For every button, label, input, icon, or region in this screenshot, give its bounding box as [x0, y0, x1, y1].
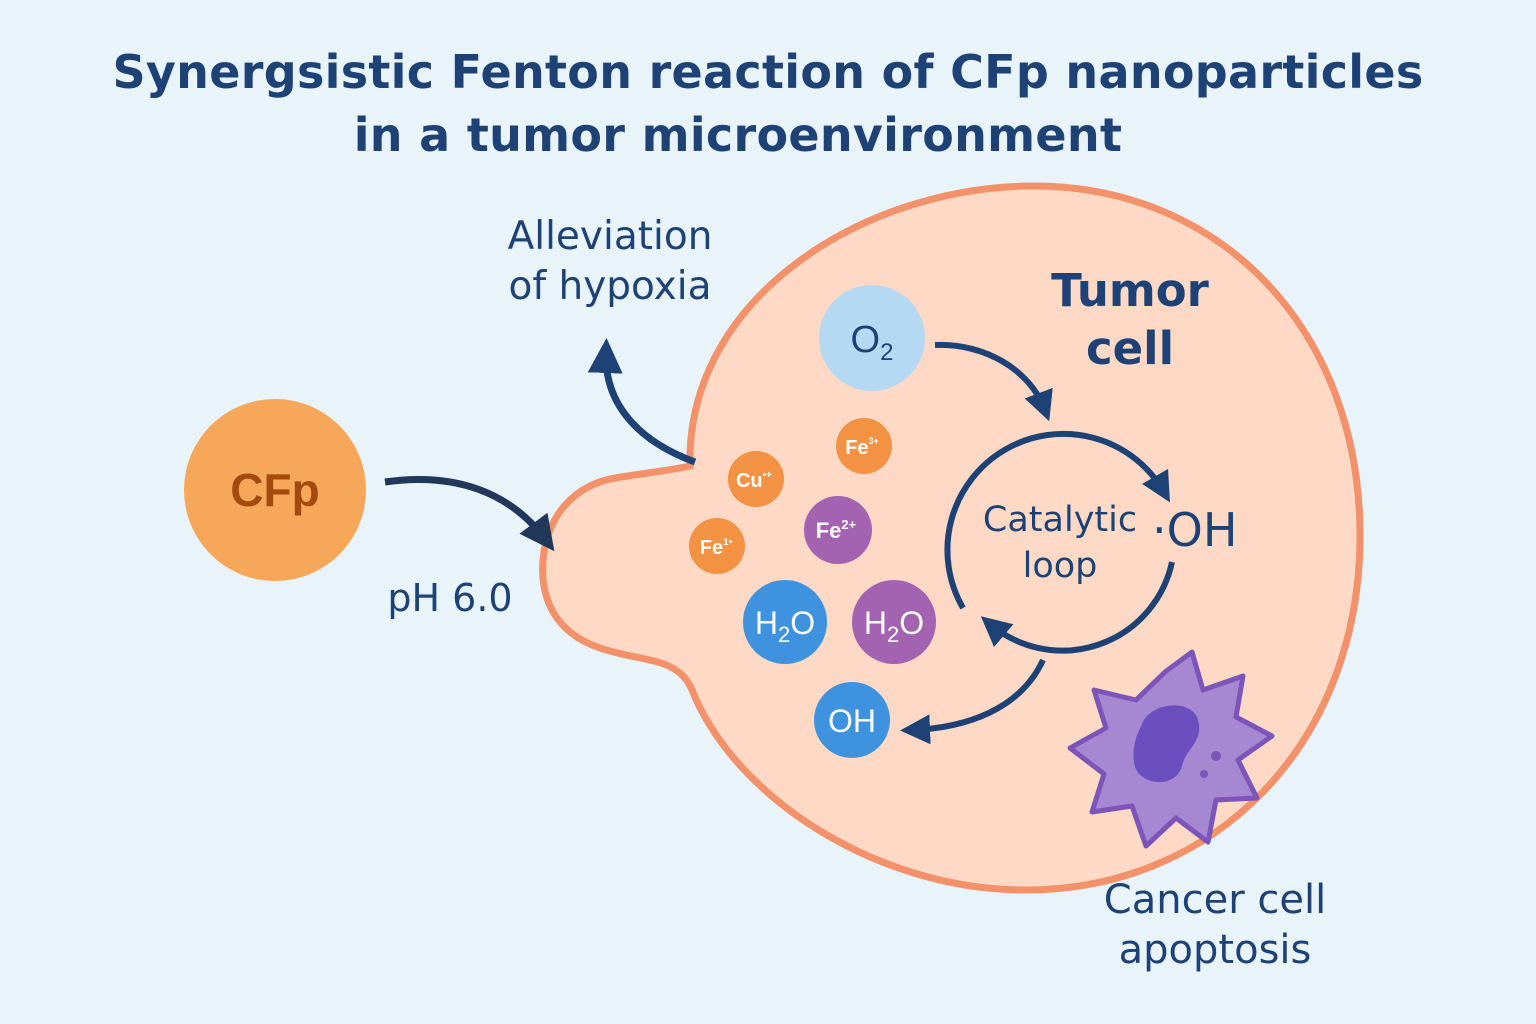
tumor-cell-label-line-2: cell: [1085, 322, 1175, 375]
fe-ion-top-label: Fe3+: [845, 436, 879, 459]
apoptotic-cancer-cell: [1067, 649, 1275, 849]
fe2-ion: [804, 496, 872, 564]
cu-ion-label: Cu•+: [736, 470, 772, 492]
diagram-title-line-2: in a tumor microenvironment: [353, 108, 1123, 162]
fe2-ion-label: Fe2+: [816, 517, 857, 543]
catalytic-loop-arc-top: [944, 431, 1171, 610]
cell-vesicle: [1200, 770, 1208, 778]
fe-ion-left-label: Fe1•: [700, 537, 733, 559]
hypoxia-label: Alleviation of hypoxia: [470, 212, 750, 312]
apoptosis-label: Cancer cell apoptosis: [1070, 875, 1360, 975]
entry-arrow: [384, 476, 555, 552]
ph-label: pH 6.0: [387, 576, 513, 620]
cfp-nanoparticle: [184, 399, 366, 581]
h2o-molecule-purple: [852, 580, 936, 664]
catalytic-loop-label-line-1: Catalytic: [982, 500, 1138, 540]
apoptosis-label-line-1: Cancer cell: [1103, 877, 1327, 923]
fe-ion-top: [836, 418, 892, 474]
o2-label: O2: [851, 319, 894, 366]
cu-ion: [728, 451, 784, 507]
oh-arrow: [900, 658, 1046, 745]
h2o-purple-label: H2O: [864, 605, 924, 647]
apoptosis-label-line-2: apoptosis: [1118, 927, 1312, 973]
hydroxyl-radical-label: ·OH: [1152, 503, 1238, 557]
o2-bubble: [819, 285, 925, 391]
catalytic-loop-arc-bottom: [980, 561, 1175, 654]
hypoxia-arrow: [587, 338, 697, 466]
cfp-label: CFp: [230, 464, 319, 516]
h2o-blue-label: H2O: [755, 605, 815, 647]
oh-molecule-label: OH: [828, 703, 876, 739]
cell-vesicle: [1211, 751, 1221, 761]
catalytic-loop-label-line-2: loop: [1022, 546, 1098, 586]
catalytic-loop-label: Catalytic loop: [955, 497, 1165, 589]
oh-molecule: [814, 682, 890, 758]
hypoxia-label-line-1: Alleviation: [507, 214, 713, 259]
tumor-cell-label: Tumor cell: [1020, 262, 1240, 378]
diagram-title-line-1: Synergsistic Fenton reaction of CFp nano…: [112, 45, 1424, 99]
cell-nucleus: [1133, 705, 1200, 783]
hypoxia-label-line-2: of hypoxia: [508, 264, 712, 309]
fe-ion-left: [689, 518, 745, 574]
tumor-cell-label-line-1: Tumor: [1051, 264, 1209, 317]
o2-arrow: [934, 341, 1053, 422]
h2o-molecule-blue: [743, 580, 827, 664]
